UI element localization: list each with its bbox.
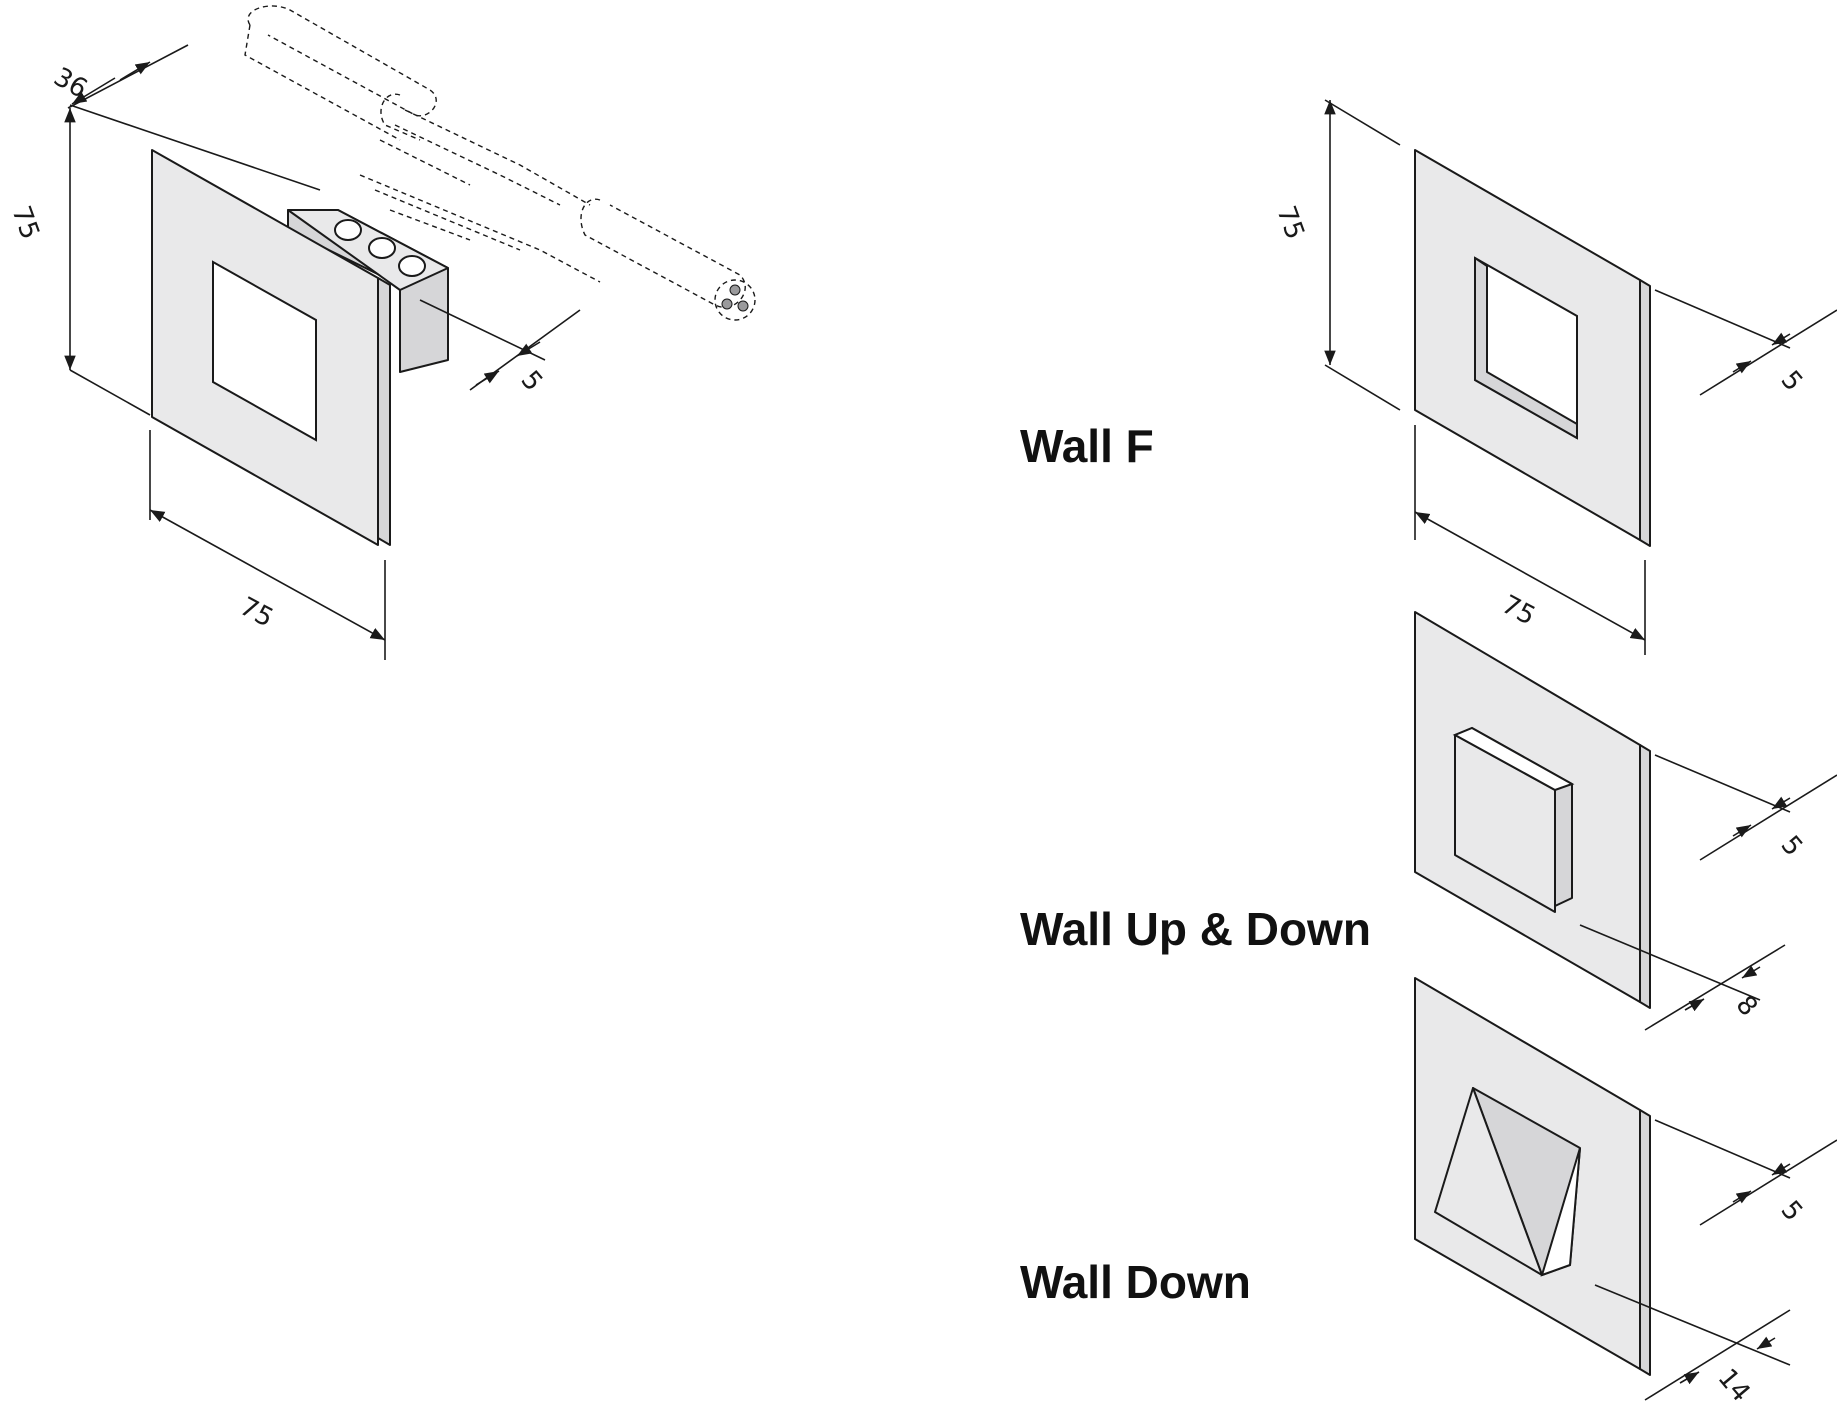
wall-down-projection-label: 14 [1712, 1363, 1756, 1408]
variant-wall-f: 75 75 5 Wall F [1020, 99, 1837, 655]
wall-f-thickness-label: 5 [1775, 365, 1809, 397]
main-plate [151, 149, 391, 546]
terminal-block [287, 209, 449, 373]
cable-conduit [244, 5, 756, 321]
wall-up-down-label: Wall Up & Down [1020, 903, 1371, 955]
variant-wall-up-down: 5 8 Wall Up & Down [1020, 611, 1837, 1031]
wall-down-label: Wall Down [1020, 1256, 1251, 1308]
variant-wall-down: 5 14 Wall Down [1020, 977, 1837, 1408]
wall-f-width-label: 75 [1497, 590, 1540, 632]
width-dimension-label: 75 [235, 592, 278, 634]
wall-up-down-projection-label: 8 [1730, 990, 1764, 1022]
dimension-lines [64, 44, 581, 660]
height-dimension-label: 75 [5, 202, 45, 243]
wall-f-height-label: 75 [1270, 202, 1310, 243]
wall-down-thickness-label: 5 [1775, 1195, 1809, 1227]
wall-up-down-thickness-label: 5 [1775, 830, 1809, 862]
main-drawing: 36 75 75 5 [5, 5, 756, 660]
thickness-dimension-label: 5 [515, 365, 549, 397]
wall-f-label: Wall F [1020, 420, 1154, 472]
